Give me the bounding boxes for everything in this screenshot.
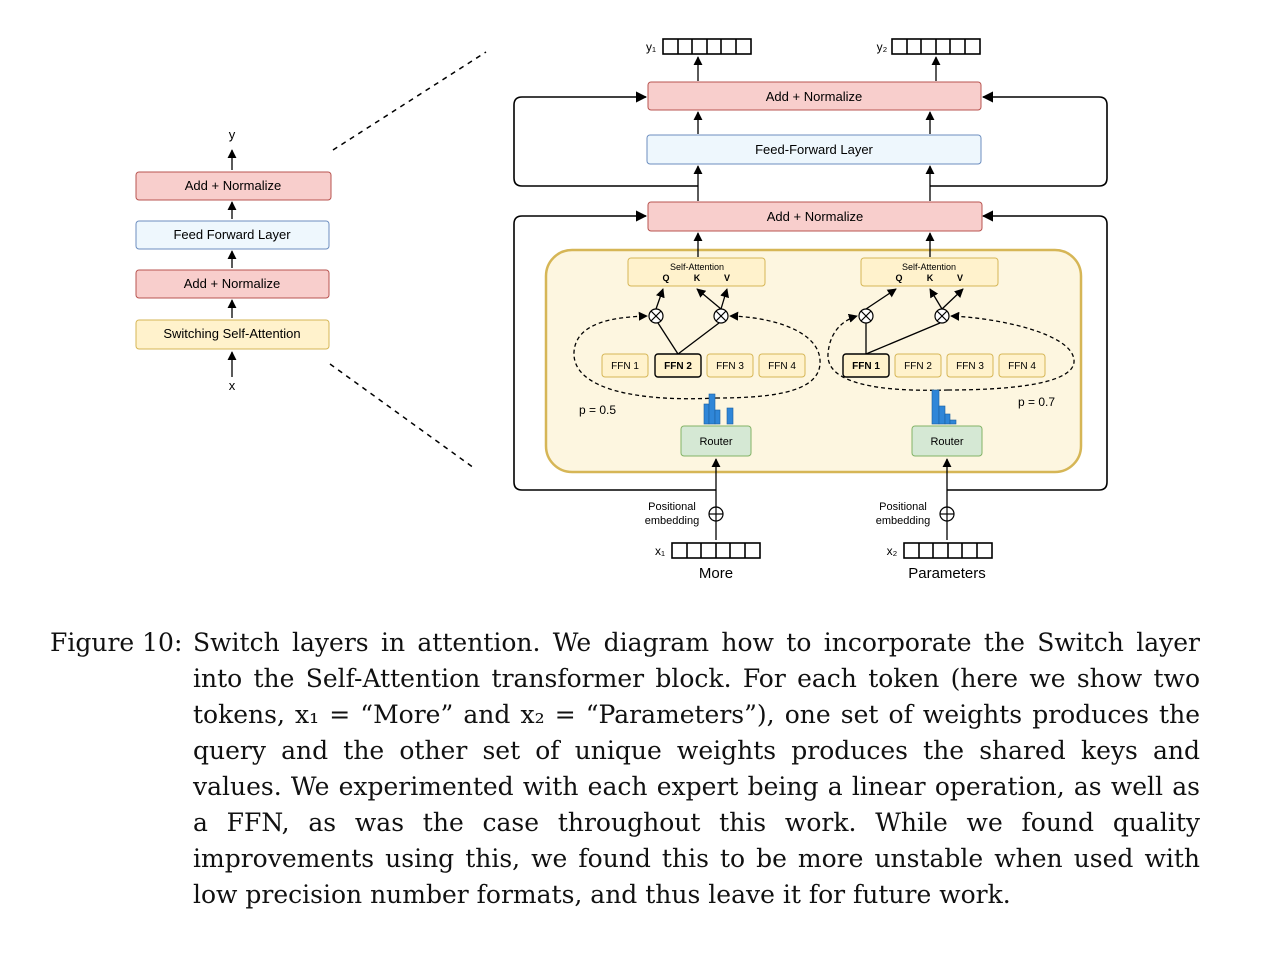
self-attention-left: Self-Attention Q K V <box>627 257 766 287</box>
token-more: More <box>699 565 733 582</box>
input-vector-x1 <box>671 542 761 559</box>
left-switching-self-attention <box>135 319 330 350</box>
ffn-label: FFN 4 <box>768 361 796 372</box>
left-feed-forward-label: Feed Forward Layer <box>173 227 291 242</box>
positional-embedding-right-line1: Positional <box>879 501 927 513</box>
positional-embedding-left-line1: Positional <box>648 501 696 513</box>
router-right <box>911 425 983 457</box>
positional-embedding-right-line2: embedding <box>876 515 930 527</box>
zoom-line-top <box>332 51 487 151</box>
add-positional-icon <box>939 506 955 522</box>
self-attention-left-q: Q <box>662 273 669 283</box>
add-normalize-top <box>647 81 982 111</box>
ffn-box <box>706 353 754 378</box>
left-feed-forward-layer <box>135 220 330 250</box>
multiply-node-icon <box>934 308 950 324</box>
routing-dashed-loop-right-b <box>947 311 1075 391</box>
ffn-label: FFN 3 <box>956 361 984 372</box>
left-add-normalize-bottom <box>135 269 330 299</box>
self-attention-right: Self-Attention Q K V <box>860 257 999 287</box>
input-label-x2: x₂ <box>887 544 898 558</box>
add-normalize-top-label: Add + Normalize <box>766 89 862 104</box>
output-label-y1: y₁ <box>646 40 656 54</box>
input-label-x1: x₁ <box>655 544 665 558</box>
add-positional-icon <box>708 506 724 522</box>
add-normalize-middle <box>647 201 983 232</box>
ffn-box <box>946 353 994 378</box>
multiply-node-icon <box>858 308 874 324</box>
left-add-normalize-top-label: Add + Normalize <box>185 178 281 193</box>
switch-attention-diagram: y Add + Normalize Feed Forward Layer Add… <box>135 38 1108 582</box>
zoom-line-bottom <box>329 363 475 469</box>
router-left-label: Router <box>699 436 732 448</box>
residual-loop-bottom-left <box>513 210 716 491</box>
add-normalize-middle-label: Add + Normalize <box>767 209 863 224</box>
ffn-label: FFN 2 <box>904 361 932 372</box>
self-attention-right-k: K <box>927 273 934 283</box>
ffn-box <box>758 353 806 378</box>
ffn-box-selected <box>654 353 702 378</box>
caption-text: Switch layers in attention. We diagram h… <box>193 628 1200 909</box>
residual-loop-top-left <box>513 91 698 187</box>
router-left <box>680 425 752 457</box>
caption-label: Figure 10: <box>50 628 183 657</box>
output-vector-y1 <box>662 38 752 55</box>
left-input-label: x <box>229 378 236 393</box>
multiply-node-icon <box>713 308 729 324</box>
residual-loop-top-right <box>930 91 1108 187</box>
input-vector-x2 <box>903 542 993 559</box>
self-attention-right-title: Self-Attention <box>902 262 956 272</box>
left-add-normalize-top <box>135 171 332 201</box>
self-attention-left-title: Self-Attention <box>670 262 724 272</box>
self-attention-right-q: Q <box>895 273 902 283</box>
ffn-box <box>601 353 649 378</box>
ffn-label: FFN 1 <box>611 361 639 372</box>
ffn-group-right: FFN 1 FFN 2 FFN 3 FFN 4 <box>842 353 1046 378</box>
left-output-label: y <box>229 127 236 142</box>
routing-dashed-loop-left-b <box>715 311 821 399</box>
ffn-box-selected <box>842 353 890 378</box>
p-right-label: p = 0.7 <box>1018 395 1055 409</box>
p-left-label: p = 0.5 <box>579 403 616 417</box>
ffn-label: FFN 3 <box>716 361 744 372</box>
feed-forward-layer <box>646 134 982 165</box>
token-parameters: Parameters <box>908 565 986 582</box>
ffn-group-left: FFN 1 FFN 2 FFN 3 FFN 4 <box>601 353 806 378</box>
routing-dashed-loop-right <box>827 313 949 391</box>
router-histogram-right <box>931 389 957 425</box>
routing-dashed-loop-left <box>573 311 717 400</box>
ffn-box <box>998 353 1046 378</box>
multiply-node-icon <box>648 308 664 324</box>
router-right-label: Router <box>930 436 963 448</box>
residual-loop-bottom-right <box>947 210 1108 491</box>
ffn-label: FFN 1 <box>852 361 880 372</box>
ffn-label: FFN 2 <box>664 361 692 372</box>
self-attention-left-v: V <box>724 273 730 283</box>
ffn-label: FFN 4 <box>1008 361 1036 372</box>
output-vector-y2 <box>891 38 981 55</box>
left-add-normalize-bottom-label: Add + Normalize <box>184 276 280 291</box>
ffn-box <box>894 353 942 378</box>
output-label-y2: y₂ <box>877 40 888 54</box>
left-switching-self-attention-label: Switching Self-Attention <box>163 326 300 341</box>
feed-forward-layer-label: Feed-Forward Layer <box>755 142 873 157</box>
left-transformer-block: y Add + Normalize Feed Forward Layer Add… <box>135 127 332 393</box>
positional-embedding-left-line2: embedding <box>645 515 699 527</box>
router-histogram-left <box>703 393 734 425</box>
self-attention-right-v: V <box>957 273 963 283</box>
self-attention-left-k: K <box>694 273 701 283</box>
